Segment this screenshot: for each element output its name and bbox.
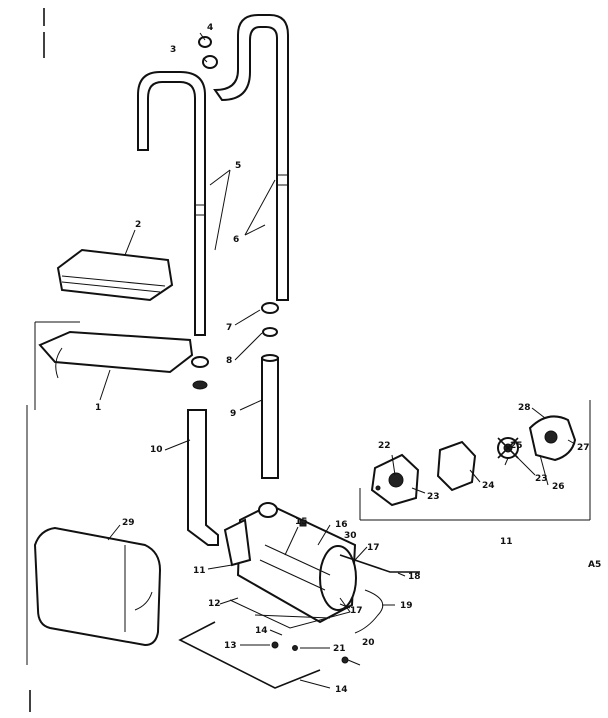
handle-bracket-lower: [178, 621, 321, 689]
callout-27: 27: [577, 443, 590, 453]
callout-2: 2: [135, 220, 141, 230]
pump-cover-part-23: [370, 453, 420, 507]
base-plate-part-12: [229, 597, 351, 629]
cap-part-4: [198, 36, 212, 48]
callout-14-lower: 14: [255, 626, 268, 636]
callout-23-right: 23: [535, 474, 548, 484]
handle-bracket-upper: [339, 554, 420, 573]
callout-13: 13: [224, 641, 237, 651]
upper-hose-left: [137, 71, 206, 336]
callout-24: 24: [482, 481, 495, 491]
bag-part-1: [34, 321, 194, 410]
page-code: A5: [588, 560, 601, 570]
motor-assembly: [223, 502, 357, 624]
callout-16: 16: [335, 520, 348, 530]
callout-22: 22: [378, 441, 391, 451]
upper-hose-right: [213, 14, 289, 301]
callout-25: 25: [510, 441, 523, 451]
callout-4: 4: [207, 23, 213, 33]
gasket-part-24: [436, 440, 477, 492]
callout-26: 26: [552, 482, 565, 492]
elbow-tube-part-10: [187, 409, 219, 546]
left-margin-marks: [29, 8, 45, 712]
callout-28: 28: [518, 403, 531, 413]
callout-30: 30: [344, 531, 357, 541]
callout-9: 9: [230, 409, 236, 419]
tube-part-9: [261, 354, 279, 479]
callout-8: 8: [226, 356, 232, 366]
callout-18-lower: 14: [335, 685, 348, 695]
callout-10: 10: [150, 445, 163, 455]
callout-7: 7: [226, 323, 232, 333]
callout-21: 21: [333, 644, 346, 654]
callout-20: 20: [362, 638, 375, 648]
callout-17-lower: 17: [350, 606, 363, 616]
callout-11-motor: 11: [193, 566, 206, 576]
callout-18-upper: 18: [408, 572, 421, 582]
cord-part-19: [354, 589, 384, 634]
leader-lines: [99, 32, 576, 689]
callout-3: 3: [170, 45, 176, 55]
callout-19: 19: [400, 601, 413, 611]
pump-housing-part-27: [528, 415, 577, 462]
callout-29: 29: [122, 518, 135, 528]
callout-17-upper: 17: [367, 543, 380, 553]
small-fasteners: [271, 641, 349, 664]
callout-1: 1: [95, 403, 101, 413]
callout-5: 5: [235, 161, 241, 171]
clip-part-3: [202, 55, 218, 69]
callout-6: 6: [233, 235, 239, 245]
callout-15: 15: [295, 517, 308, 527]
impeller-part-25: [497, 437, 519, 459]
callout-23-left: 23: [427, 492, 440, 502]
housing-part-29: [26, 405, 162, 665]
callout-12: 12: [208, 599, 221, 609]
callout-bracket-11: [359, 400, 591, 521]
callout-11-pump: 11: [500, 537, 513, 547]
filter-bag-part-2: [56, 248, 174, 302]
rings-parts-7-8: [191, 302, 279, 390]
